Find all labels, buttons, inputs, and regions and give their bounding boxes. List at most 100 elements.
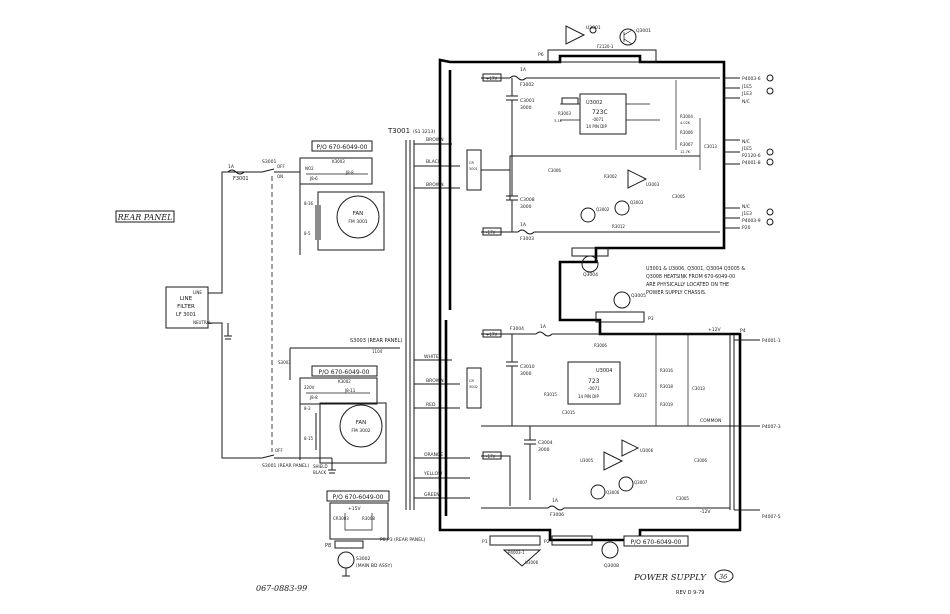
svg-text:12.7K: 12.7K [680, 150, 691, 154]
svg-text:3.1K: 3.1K [554, 119, 563, 123]
svg-text:J1E3: J1E3 [741, 211, 752, 217]
svg-text:K3003: K3003 [332, 159, 345, 164]
heatsink-note: U3001 & U3006, Q3001, Q3004 Q3005 & Q300… [646, 266, 745, 296]
svg-text:C3013: C3013 [692, 386, 705, 391]
svg-text:T3001: T3001 [387, 127, 410, 135]
transistor-q3004: Q3004 [571, 247, 609, 278]
svg-text:-17V: -17V [486, 454, 496, 459]
svg-text:220V: 220V [304, 385, 315, 390]
svg-text:P4001-8: P4001-8 [742, 160, 761, 166]
svg-text:R3006: R3006 [594, 343, 607, 348]
svg-text:+17V: +17V [486, 76, 497, 81]
cap-c3004: C3004 3000 [524, 426, 553, 500]
svg-text:(MAIN BD ASSY): (MAIN BD ASSY) [356, 563, 392, 569]
svg-text:-0071: -0071 [592, 117, 604, 122]
transformer-t3001: T3001 (S1 3213) BROWN BLACK BROWN WHITE … [387, 127, 444, 510]
svg-text:C3013: C3013 [704, 144, 717, 149]
svg-text:LF 3001: LF 3001 [176, 312, 196, 318]
svg-text:1A: 1A [228, 164, 235, 170]
svg-text:K3002: K3002 [338, 379, 351, 384]
svg-text:BROWN: BROWN [426, 182, 444, 188]
svg-text:C3001: C3001 [520, 98, 535, 104]
transistor-q3001: Q3001 [619, 28, 651, 46]
svg-text:3001: 3001 [469, 167, 478, 171]
svg-text:R3002: R3002 [604, 174, 617, 179]
svg-text:RED: RED [426, 402, 436, 408]
svg-text:POWER SUPPLY CHASSIS.: POWER SUPPLY CHASSIS. [646, 290, 706, 296]
svg-text:ON: ON [277, 174, 283, 179]
svg-text:R3018: R3018 [660, 384, 673, 389]
svg-text:1104: 1104 [372, 349, 383, 354]
svg-text:R3012: R3012 [612, 224, 625, 229]
ic-u3001: U3001 [565, 25, 601, 45]
svg-text:BROWN: BROWN [426, 137, 444, 143]
svg-text:S3003: S3003 [278, 360, 291, 365]
svg-text:Q3005: Q3005 [631, 293, 646, 299]
svg-text:GREEN: GREEN [424, 492, 440, 498]
board-top: P/O 670-6049-00 NO2 K3003 J8-8 J8-6 [299, 140, 373, 185]
switch-s3001-rear: OFF S3001 (REAR PANEL) SHIELD BLACK [261, 448, 336, 475]
cap-c3008: C3008 3000 [506, 156, 535, 232]
ic-u3002: U3002 723C -0071 14 PIN DIP [579, 93, 627, 135]
svg-text:R3019: R3019 [660, 402, 673, 407]
svg-text:ARE PHYSICALLY LOCATED ON THE: ARE PHYSICALLY LOCATED ON THE [646, 282, 729, 288]
fuse-f3002: 1A F3002 [509, 67, 534, 88]
svg-text:OFF: OFF [277, 164, 285, 169]
connector-p1-p2: P1 P2 P4003-1 [482, 535, 593, 555]
svg-text:P4001-1: P4001-1 [762, 338, 781, 344]
line-filter: LINE FILTER LF 3001 LINE NEUTRAL [165, 286, 212, 329]
svg-text:U3001 & U3006, Q3001, Q3004 Q3: U3001 & U3006, Q3001, Q3004 Q3005 & [646, 266, 745, 272]
doc-number: 067-0883-99 [256, 584, 307, 593]
svg-text:P/O 670-6049-00: P/O 670-6049-00 [631, 539, 682, 546]
svg-text:J8-11: J8-11 [344, 388, 356, 393]
svg-text:WHITE: WHITE [424, 354, 439, 360]
svg-text:R3006: R3006 [680, 130, 693, 135]
svg-text:SHIELD: SHIELD [313, 464, 328, 469]
svg-text:P8,P3 (REAR PANEL): P8,P3 (REAR PANEL) [380, 537, 426, 543]
ic-u3006: U3006 [621, 439, 654, 457]
svg-text:+15V: +15V [348, 506, 361, 512]
svg-text:P4003-6: P4003-6 [742, 76, 761, 82]
svg-text:P4: P4 [740, 328, 746, 334]
outputs-top: P4003-6 J1E5 J1E3 N/C N/C J1E5 P2120-6 P… [724, 74, 774, 231]
svg-text:8-15: 8-15 [304, 436, 314, 441]
svg-text:(S1 3213): (S1 3213) [413, 129, 435, 135]
transistor-q3008: Q3008 [601, 541, 619, 569]
svg-text:R3007: R3007 [680, 142, 693, 147]
svg-text:F3004: F3004 [510, 326, 524, 332]
svg-text:U3005: U3005 [580, 458, 594, 463]
svg-text:N/C: N/C [742, 204, 750, 210]
svg-text:FM 3002: FM 3002 [351, 428, 370, 434]
fuse-f3003: 1A F3003 [517, 222, 535, 242]
svg-text:OFF: OFF [275, 448, 283, 453]
svg-text:S3001 (REAR PANEL): S3001 (REAR PANEL) [262, 463, 309, 469]
fuse-f3006: 1A F3006 [547, 498, 565, 518]
board-bottom: P/O 670-6049-00 +15V CR3003 R3008 [326, 490, 390, 540]
fan-fm3001: FAN FM 3001 [317, 191, 385, 251]
transistor-q3007: Q3007 [618, 476, 648, 492]
svg-text:U3002: U3002 [586, 100, 602, 106]
svg-text:4.02K: 4.02K [680, 121, 691, 125]
svg-text:S3003 (REAR PANEL): S3003 (REAR PANEL) [350, 338, 402, 344]
fuse-f3004: 1A F3004 [510, 324, 553, 337]
svg-text:FM 3001: FM 3001 [348, 219, 367, 225]
svg-text:P6: P6 [538, 52, 544, 58]
svg-text:R3008: R3008 [362, 516, 375, 521]
svg-text:S3001: S3001 [262, 159, 276, 165]
svg-text:F3002: F3002 [520, 82, 534, 88]
ic-u3005: U3005 [580, 451, 624, 471]
svg-text:P3: P3 [648, 316, 654, 322]
svg-text:3000: 3000 [538, 447, 550, 453]
svg-text:C3005: C3005 [676, 496, 689, 501]
svg-text:U3004: U3004 [596, 368, 612, 374]
svg-text:-0071: -0071 [588, 386, 600, 391]
svg-text:J8-6: J8-6 [309, 176, 318, 181]
svg-text:U3006: U3006 [640, 448, 654, 453]
svg-text:U3003: U3003 [646, 182, 660, 187]
svg-text:U3006: U3006 [525, 560, 539, 565]
resistor-r3004: R3004 4.02K [675, 80, 693, 150]
cap-c3001: C3001 3000 [506, 78, 535, 156]
svg-text:FAN: FAN [356, 420, 367, 426]
svg-text:P/O 670-6049-00: P/O 670-6049-00 [333, 494, 384, 501]
svg-text:723C: 723C [592, 109, 608, 116]
